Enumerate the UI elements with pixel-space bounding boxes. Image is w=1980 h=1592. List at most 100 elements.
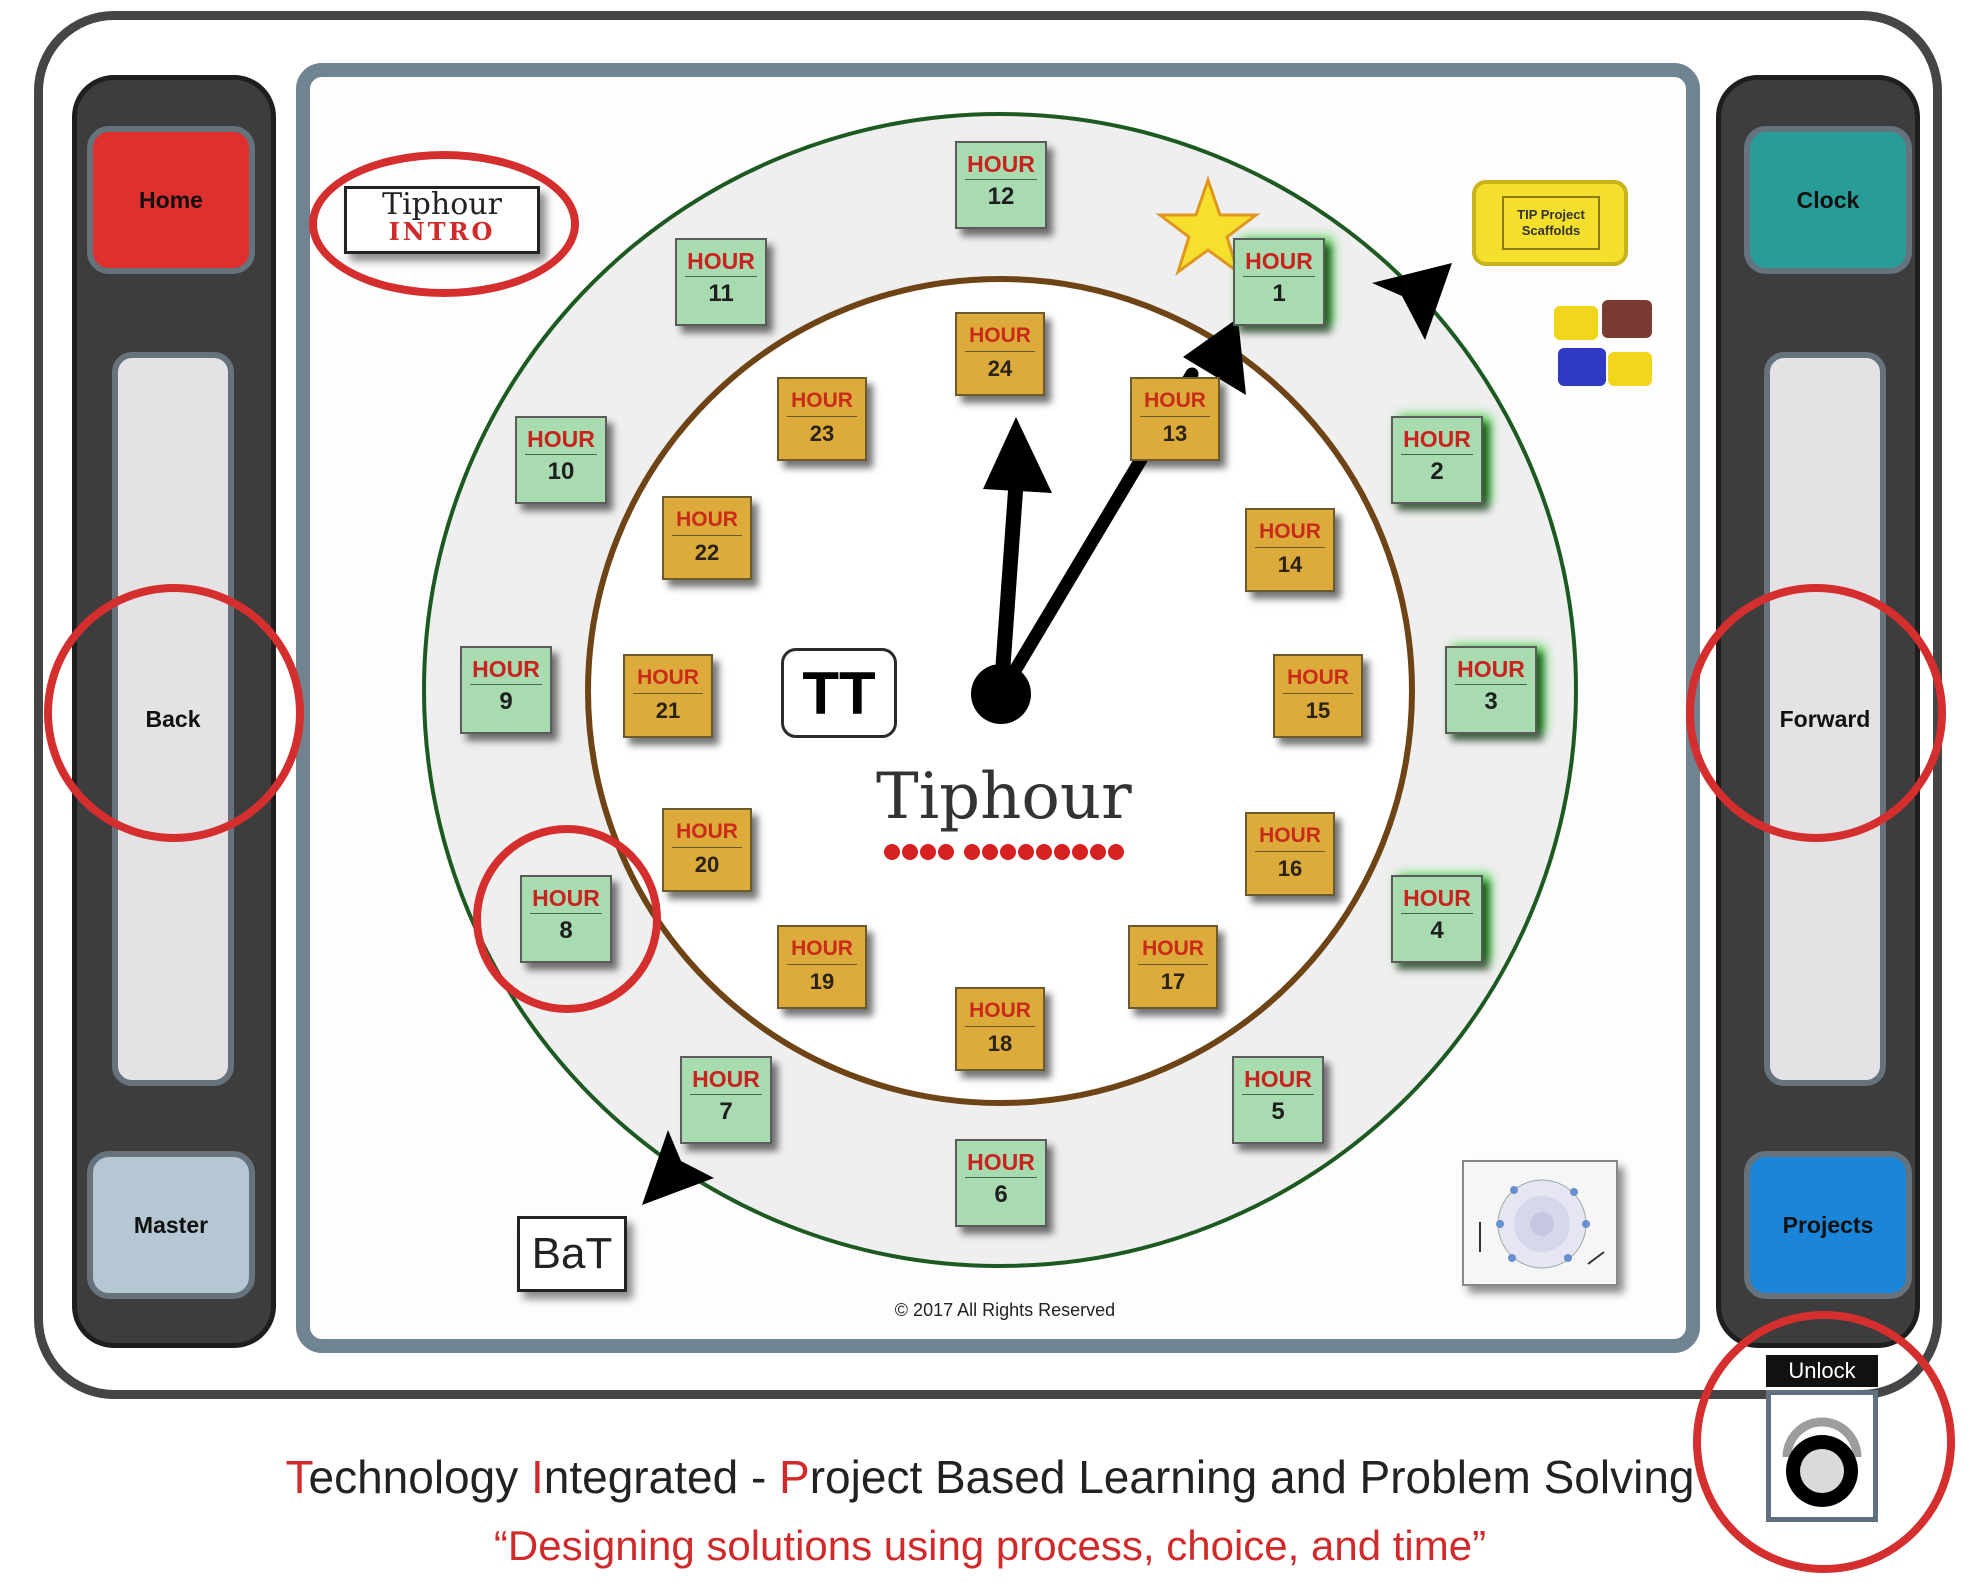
hour-tile-word: HOUR	[791, 389, 853, 412]
tiphour-logo: Tiphour	[862, 760, 1152, 866]
hour-tile-divider	[1140, 416, 1210, 417]
hour-tile-word: HOUR	[1245, 248, 1313, 274]
unlock-button[interactable]	[1766, 1390, 1878, 1522]
hour-tile-divider	[1401, 913, 1473, 914]
hour-1-tile[interactable]: HOUR 1	[1233, 238, 1325, 326]
hour-22-tile[interactable]: HOUR 22	[662, 496, 752, 580]
hour-tile-divider	[690, 1094, 762, 1095]
hour-tile-number: 20	[694, 852, 720, 877]
hour-tile-word: HOUR	[1403, 426, 1471, 452]
hour-tile-word: HOUR	[1287, 666, 1349, 689]
hour-tile-word: HOUR	[1142, 937, 1204, 960]
back-button[interactable]: Back	[112, 352, 234, 1086]
hour-6-tile[interactable]: HOUR 6	[955, 1139, 1047, 1227]
hour-12-tile[interactable]: HOUR 12	[955, 141, 1047, 229]
tiphour-logo-text: Tiphour	[876, 760, 1132, 834]
hour-tile-number: 9	[499, 688, 513, 715]
projects-button[interactable]: Projects	[1744, 1151, 1912, 1299]
hour-15-tile[interactable]: HOUR 15	[1273, 654, 1363, 738]
hour-tile-number: 13	[1162, 421, 1188, 446]
tagline: Technology Integrated - Project Based Le…	[200, 1450, 1780, 1504]
forward-button[interactable]: Forward	[1764, 352, 1886, 1086]
hour-hand	[983, 417, 1052, 702]
hour-tile-number: 7	[719, 1098, 733, 1125]
tagline-part: roject Based Learning and Problem Solvin…	[809, 1451, 1695, 1503]
hour-tile-word: HOUR	[676, 820, 738, 843]
hour-tile-number: 1	[1272, 280, 1286, 307]
master-button[interactable]: Master	[87, 1151, 255, 1299]
tagline-part: T	[285, 1451, 309, 1503]
hour-tile-word: HOUR	[967, 1149, 1035, 1175]
hour-tile-word: HOUR	[687, 248, 755, 274]
hour-tile-word: HOUR	[1259, 824, 1321, 847]
tiphour-intro-button[interactable]: Tiphour INTRO	[344, 186, 540, 254]
clock-button-label: Clock	[1796, 186, 1860, 213]
hour-17-tile[interactable]: HOUR 17	[1128, 925, 1218, 1009]
hour-8-tile[interactable]: HOUR 8	[520, 875, 612, 963]
hour-tile-number: 23	[809, 421, 835, 446]
tagline-part: echnology	[308, 1451, 531, 1503]
bat-label: BaT	[531, 1229, 613, 1278]
hour-tile-divider	[1138, 964, 1208, 965]
bat-button[interactable]: BaT	[517, 1216, 627, 1292]
hour-tile-number: 17	[1160, 969, 1186, 994]
mini-tickets-icon[interactable]	[1554, 300, 1656, 392]
hour-tile-number: 14	[1277, 552, 1303, 577]
hour-tile-number: 15	[1305, 698, 1331, 723]
tt-button[interactable]: TT	[781, 648, 897, 738]
hour-tile-number: 11	[708, 280, 734, 307]
project-scaffolds-ticket[interactable]: TIP Project Scaffolds	[1472, 180, 1628, 266]
hour-tile-word: HOUR	[969, 999, 1031, 1022]
intro-logo-line2: INTRO	[388, 217, 496, 246]
master-button-label: Master	[133, 1211, 209, 1238]
hour-tile-divider	[1255, 851, 1325, 852]
tt-label: TT	[802, 659, 876, 727]
tagline-part: P	[779, 1451, 810, 1503]
scaffolds-line2: Scaffolds	[1521, 223, 1581, 238]
projects-button-label: Projects	[1782, 1211, 1874, 1238]
hour-tile-number: 8	[559, 917, 573, 944]
hour-20-tile[interactable]: HOUR 20	[662, 808, 752, 892]
unlock-label: Unlock	[1766, 1355, 1878, 1387]
hour-tile-number: 6	[994, 1181, 1008, 1208]
hour-tile-word: HOUR	[791, 937, 853, 960]
hour-tile-word: HOUR	[692, 1066, 760, 1092]
hour-tile-word: HOUR	[532, 885, 600, 911]
home-button-label: Home	[139, 186, 203, 213]
hour-23-tile[interactable]: HOUR 23	[777, 377, 867, 461]
home-button[interactable]: Home	[87, 126, 255, 274]
hour-tile-word: HOUR	[676, 508, 738, 531]
hour-tile-word: HOUR	[967, 151, 1035, 177]
hour-11-tile[interactable]: HOUR 11	[675, 238, 767, 326]
hour-tile-word: HOUR	[1259, 520, 1321, 543]
hour-tile-divider	[1455, 684, 1527, 685]
intro-logo-line1: Tiphour	[382, 187, 502, 222]
hour-tile-number: 12	[987, 183, 1015, 210]
tiplab-spiral-thumbnail[interactable]	[1462, 1160, 1618, 1286]
left-button-rail: Home Back Master	[72, 75, 276, 1348]
clock-button[interactable]: Clock	[1744, 126, 1912, 274]
hour-tile-divider	[633, 693, 703, 694]
hour-tile-divider	[965, 1026, 1035, 1027]
hour-7-tile[interactable]: HOUR 7	[680, 1056, 772, 1144]
hour-tile-word: HOUR	[1244, 1066, 1312, 1092]
hour-14-tile[interactable]: HOUR 14	[1245, 508, 1335, 592]
hour-tile-number: 24	[987, 356, 1013, 381]
back-button-label: Back	[145, 705, 201, 732]
hour-tile-divider	[1283, 693, 1353, 694]
forward-button-label: Forward	[1779, 705, 1871, 732]
hour-tile-divider	[965, 179, 1037, 180]
hour-tile-number: 22	[694, 540, 720, 565]
